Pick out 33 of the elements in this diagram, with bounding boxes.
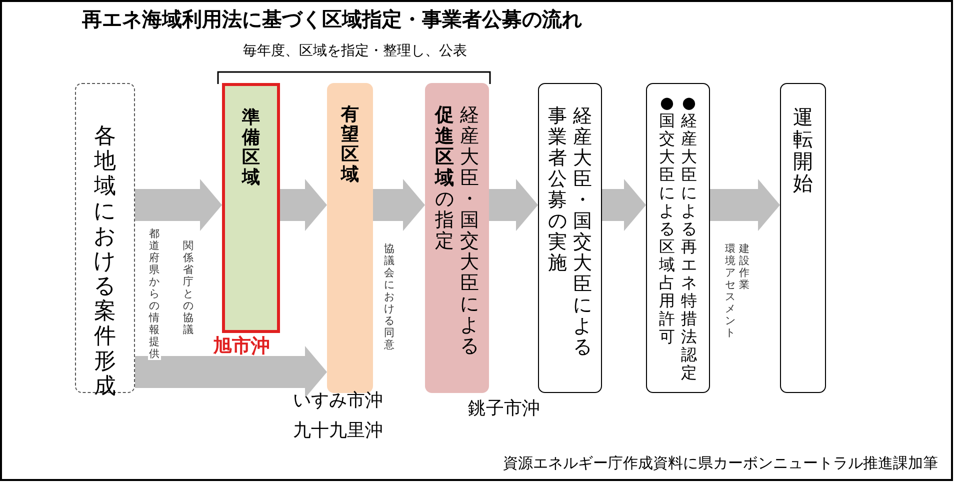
site-label: 旭市沖 xyxy=(213,334,270,359)
source-note: 資源エネルギー庁作成資料に県カーボンニュートラル推進課加筆 xyxy=(503,454,938,473)
block-arrow xyxy=(373,179,425,231)
box-text: 経産大臣・国交大臣による xyxy=(459,105,480,357)
box-text: 経産大臣・国交大臣による xyxy=(572,106,593,358)
edge-label: 都道府県からの情報提供 xyxy=(148,228,161,360)
site-label: 九十九里沖 xyxy=(293,419,383,442)
process-box xyxy=(646,83,710,393)
zone-box xyxy=(425,83,489,393)
edge-label: 建設作業環境アセスメント xyxy=(724,243,751,339)
site-label: いすみ市沖 xyxy=(293,389,383,412)
box-text: 各地域における案件形成 xyxy=(92,124,118,399)
title: 再エネ海域利用法に基づく区域指定・事業者公募の流れ xyxy=(82,6,582,33)
block-arrow xyxy=(602,179,646,231)
block-arrow xyxy=(489,179,538,231)
block-arrow xyxy=(710,179,780,231)
box-text: 運転開始 xyxy=(792,106,814,194)
box-text: 促進区域の指定 xyxy=(434,105,455,252)
edge-label: 関係省庁との協議 xyxy=(182,240,195,336)
process-box xyxy=(780,83,826,393)
box-text: 有望区域 xyxy=(340,105,360,185)
edge-label: 協議会における同意 xyxy=(383,243,396,351)
box-text: ●経産大臣による再エネ特措法認定 xyxy=(680,94,698,382)
box-text: 準備区域 xyxy=(240,108,261,188)
zone-box xyxy=(222,83,280,333)
block-arrow xyxy=(135,346,327,398)
box-text: 事業者公募の実施 xyxy=(547,106,568,274)
process-box xyxy=(538,83,602,393)
brace-label: 毎年度、区域を指定・整理し、公表 xyxy=(242,42,468,60)
block-arrow xyxy=(135,179,222,231)
site-label: 銚子市沖 xyxy=(468,397,540,420)
box-text: ●国交大臣による区域占用許可 xyxy=(658,94,676,346)
block-arrow xyxy=(280,179,327,231)
